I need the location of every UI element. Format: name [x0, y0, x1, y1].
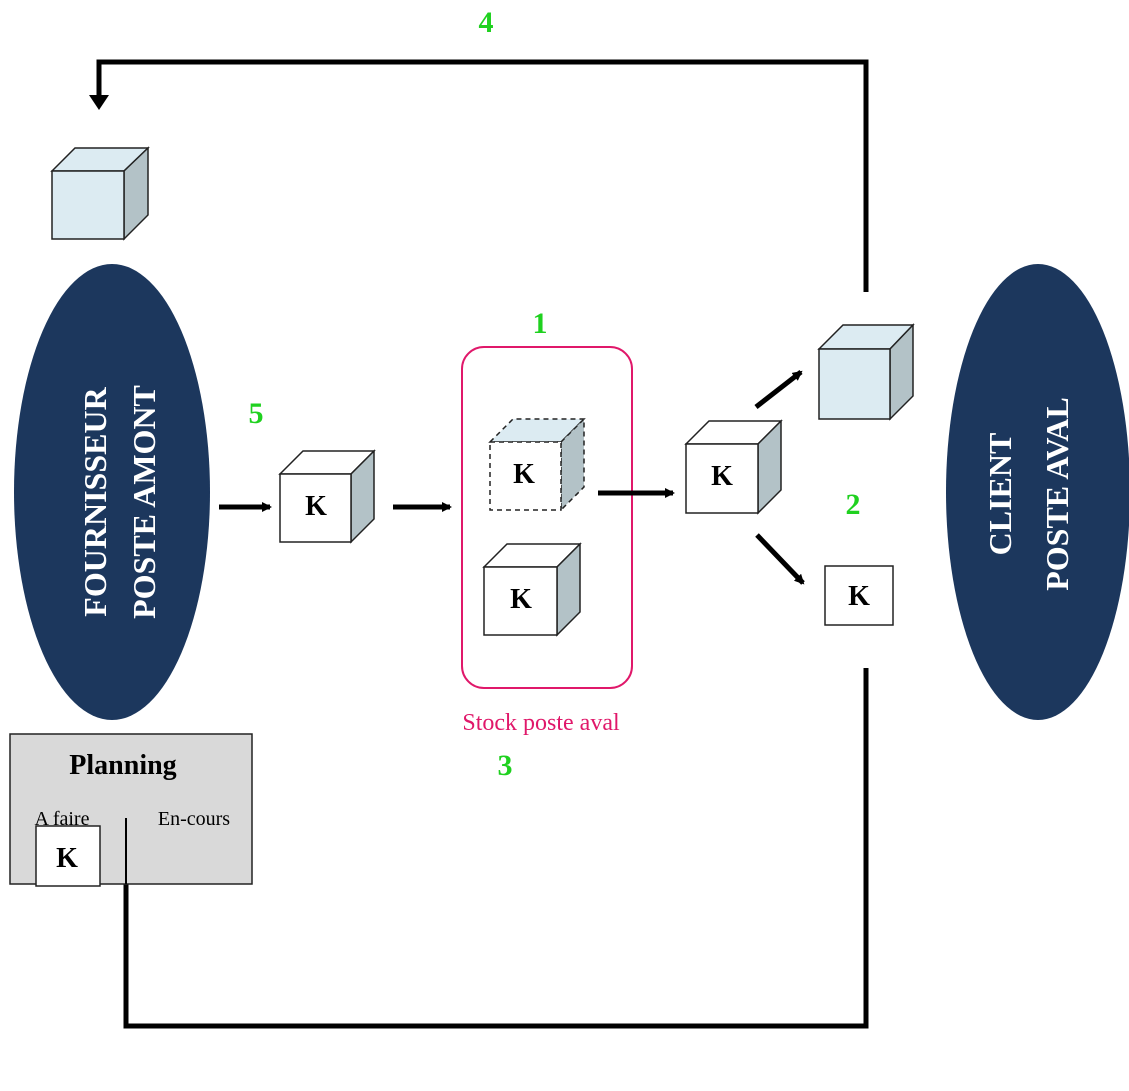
returned-container-cube	[50, 146, 150, 241]
kanban-card-detached: K	[824, 565, 894, 626]
supplier-line1: FOURNISSEUR	[77, 386, 113, 616]
planning-board: Planning A faire En-cours K	[9, 733, 253, 887]
client-line1: CLIENT	[982, 433, 1018, 556]
step-1-number: 1	[533, 307, 548, 340]
kanban-card-letter: K	[848, 581, 870, 612]
arrow-to-kanban-card	[755, 533, 805, 585]
step-4-number: 4	[479, 6, 494, 39]
kanban-card-letter: K	[56, 843, 78, 874]
kanban-card-letter: K	[513, 459, 535, 490]
planning-title: Planning	[69, 750, 176, 781]
kanban-cube-supplier: K	[278, 449, 376, 544]
step-2-number: 2	[846, 488, 861, 521]
arrow-to-product-cube	[754, 370, 803, 409]
product-cube-client	[817, 323, 915, 421]
planning-col-doing: En-cours	[158, 808, 230, 830]
step-5-number: 5	[249, 397, 264, 430]
supplier-line2: POSTE AMONT	[126, 385, 162, 619]
kanban-card-letter: K	[711, 461, 733, 492]
stock-poste-aval-box	[461, 346, 633, 689]
client-ellipse: CLIENT POSTE AVAL	[946, 264, 1129, 720]
loop-4-line	[96, 59, 869, 292]
supplier-ellipse: FOURNISSEUR POSTE AMONT	[14, 264, 210, 720]
step-3-number: 3	[498, 749, 513, 782]
kanban-cube-dashed: K	[488, 417, 586, 512]
planning-col-todo: A faire	[35, 808, 90, 830]
kanban-card-letter: K	[305, 491, 327, 522]
kanban-card-letter: K	[510, 584, 532, 615]
client-line2: POSTE AVAL	[1039, 397, 1075, 591]
kanban-cube-stock: K	[482, 542, 582, 637]
kanban-cube-client: K	[684, 419, 783, 515]
loop-4-arrowhead	[89, 95, 109, 110]
loop-3-line	[123, 668, 869, 1029]
planning-kanban-card	[35, 825, 101, 887]
stock-poste-aval-label: Stock poste aval	[462, 710, 620, 736]
